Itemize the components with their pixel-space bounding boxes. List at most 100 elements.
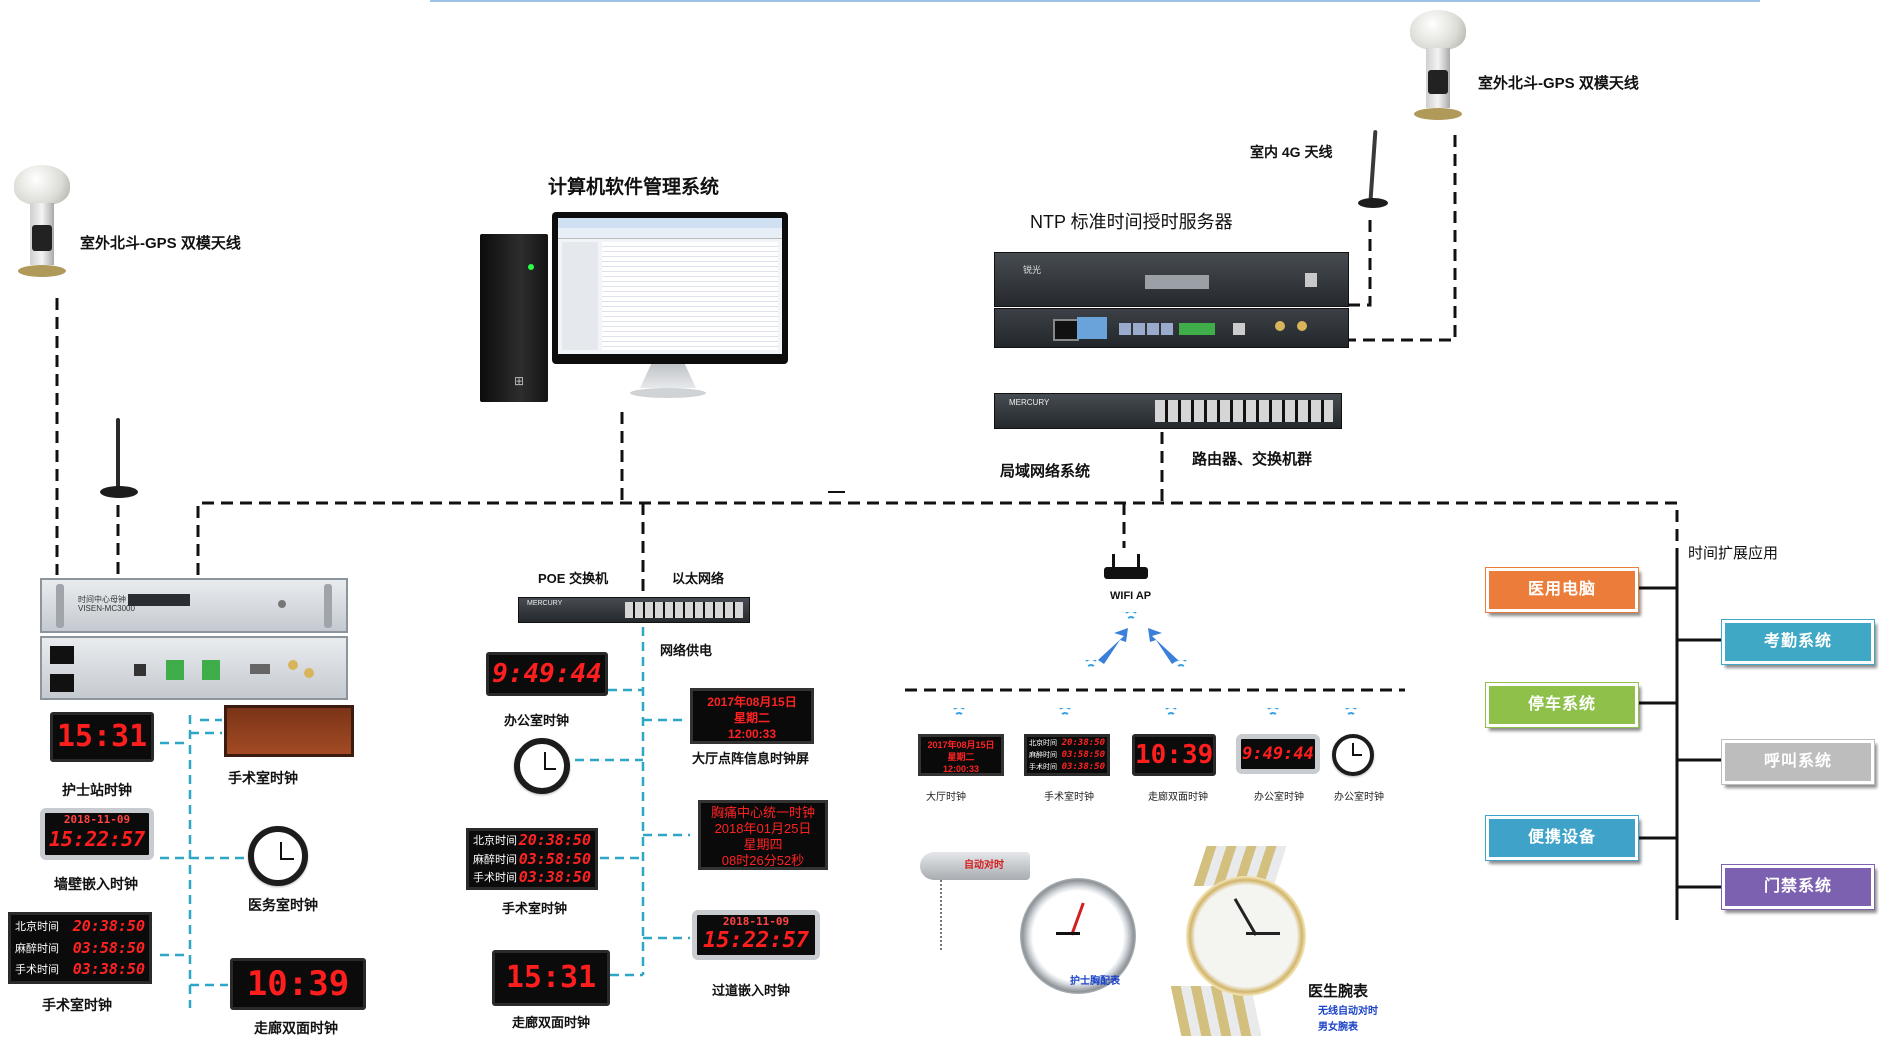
dual-row-value: 03:58:50 xyxy=(518,849,591,868)
app-parking-system[interactable]: 停车系统 xyxy=(1485,682,1639,728)
dual-row-label: 手术时间 xyxy=(473,872,517,885)
dual-row-label: 麻醉时间 xyxy=(473,853,517,866)
master-clock-rear xyxy=(40,636,348,700)
app-call-system[interactable]: 呼叫系统 xyxy=(1721,739,1875,785)
ntp-server-front: 锐光 xyxy=(994,252,1349,307)
dual-row-label: 麻醉时间 xyxy=(15,942,59,955)
dual-row-value: 03:38:50 xyxy=(518,868,591,887)
ntp-brand: 锐光 xyxy=(1023,265,1042,275)
app-medical-computer[interactable]: 医用电脑 xyxy=(1485,567,1639,613)
dual-row-label: 北京时间 xyxy=(473,835,517,848)
dual-row-label: 北京时间 xyxy=(15,920,59,933)
label-outdoor-antenna-left: 室外北斗-GPS 双模天线 xyxy=(80,235,241,252)
label-ethernet: 以太网络 xyxy=(672,571,725,586)
label-office-clock: 办公室时钟 xyxy=(504,713,570,728)
gps-antenna-left xyxy=(14,165,70,285)
app-portable-devices[interactable]: 便携设备 xyxy=(1485,815,1639,861)
dual-row-label: 手术时间 xyxy=(15,964,59,977)
label-router-switch: 路由器、交换机群 xyxy=(1192,451,1313,468)
switch-brand: MERCURY xyxy=(1009,398,1050,407)
office-wall-clock xyxy=(514,738,570,794)
office-clock: 9:49:44 xyxy=(486,652,608,696)
label-corridor-clock-a: 走廊双面时钟 xyxy=(254,1020,338,1036)
main-network-switch: MERCURY xyxy=(994,393,1342,429)
dual-row-label: 手术时间 xyxy=(1029,763,1057,771)
passage-date: 2018-11-09 xyxy=(722,915,790,928)
label-medical-office-clock: 医务室时钟 xyxy=(248,897,318,913)
chest-pain-center-screen: 胸痛中心统一时钟 2018年01月25日 星期四 08时26分52秒 xyxy=(698,800,828,870)
wifi-office-clock: 9:49:44 xyxy=(1236,734,1320,774)
wifi-signal-icon xyxy=(1054,708,1076,722)
dual-row-value: 03:58:50 xyxy=(1061,749,1105,760)
ntp-server-rear xyxy=(994,308,1349,348)
wifi-signal-icon xyxy=(1120,612,1142,626)
wifi-signal-icon xyxy=(1080,660,1102,674)
label-surgery-clock-c: 手术室时钟 xyxy=(502,901,568,916)
wifi-office-wall-clock xyxy=(1332,734,1374,776)
app-access-control[interactable]: 门禁系统 xyxy=(1721,864,1875,910)
label-indoor-4g: 室内 4G 天线 xyxy=(1250,144,1333,160)
dual-row-value: 03:38:50 xyxy=(72,960,145,979)
label-time-extension: 时间扩展应用 xyxy=(1688,545,1779,562)
label-wifi-ap: WIFI AP xyxy=(1110,590,1152,602)
banner-line4: 08时26分52秒 xyxy=(721,853,805,868)
doctor-wristwatch xyxy=(1170,846,1346,1036)
label-doctor-watch-sub1: 无线自动对时 xyxy=(1318,1006,1378,1017)
label-wifi-office-a: 办公室时钟 xyxy=(1254,792,1304,803)
surgery-led-panel xyxy=(224,705,354,757)
wall-embedded-time: 15:22:57 xyxy=(48,827,146,851)
dual-row: 麻醉时间 03:58:50 xyxy=(1027,749,1107,761)
label-lan-system: 局域网络系统 xyxy=(1000,463,1091,480)
label-corridor-clock-b: 走廊双面时钟 xyxy=(512,1015,591,1030)
poe-switch: MERCURY xyxy=(518,597,750,623)
label-ntp-server: NTP 标准时间授时服务器 xyxy=(1030,212,1233,232)
wifi-hall-line1: 2017年08月15日 xyxy=(927,740,995,750)
dual-row: 北京时间 20:38:50 xyxy=(11,915,149,937)
app-attendance-system[interactable]: 考勤系统 xyxy=(1721,619,1875,665)
monitor-screen xyxy=(558,218,782,354)
lobby-line1: 2017年08月15日 xyxy=(707,695,797,709)
wifi-signal-icon xyxy=(1340,708,1362,722)
wifi-ap-router xyxy=(1104,554,1148,590)
nurse-station-clock: 15:31 14 xyxy=(50,712,154,762)
dual-row-label: 北京时间 xyxy=(1029,739,1057,747)
label-doctor-watch: 医生腕表 xyxy=(1308,983,1369,1000)
label-passage-clock: 过道嵌入时钟 xyxy=(712,983,791,998)
wifi-hall-line2: 星期二 xyxy=(947,752,975,762)
wifi-hall-clock: 2017年08月15日 星期二 12:00:33 xyxy=(918,734,1004,776)
gps-antenna-right xyxy=(1410,10,1466,125)
label-wifi-corridor: 走廊双面时钟 xyxy=(1148,792,1208,803)
wifi-signal-icon xyxy=(1160,708,1182,722)
indoor-4g-antenna xyxy=(1358,129,1388,210)
lobby-dot-matrix-screen: 2017年08月15日 星期二 12:00:33 xyxy=(690,688,814,744)
medical-office-wall-clock xyxy=(248,826,308,886)
passage-embedded-clock: 2018-11-09 15:22:57 xyxy=(692,910,820,960)
banner-line1: 胸痛中心统一时钟 xyxy=(710,805,815,820)
label-nurse-station-clock: 护士站时钟 xyxy=(62,782,132,798)
label-lobby-screen: 大厅点阵信息时钟屏 xyxy=(692,751,810,766)
label-doctor-watch-sub2: 男女腕表 xyxy=(1318,1022,1358,1033)
master-clock-4g-antenna xyxy=(100,418,138,498)
label-surgery-clock-a: 手术室时钟 xyxy=(228,770,298,786)
windows-logo-icon: ⊞ xyxy=(514,374,525,388)
label-wall-embedded-clock: 墙壁嵌入时钟 xyxy=(54,876,138,892)
dual-row-value: 20:38:50 xyxy=(72,916,145,935)
dual-row-value: 03:38:50 xyxy=(1061,761,1105,772)
poe-brand: MERCURY xyxy=(527,600,563,607)
computer-workstation: ⊞ xyxy=(480,212,790,407)
label-nurse-watch: 护士胸配表 xyxy=(1070,976,1120,987)
wifi-signal-icon xyxy=(948,708,970,722)
label-wifi-office-b: 办公室时钟 xyxy=(1334,792,1384,803)
label-wifi-surgery: 手术室时钟 xyxy=(1044,792,1094,803)
wall-embedded-clock: 2018-11-09 15:22:57 xyxy=(40,808,154,860)
dual-row-label: 麻醉时间 xyxy=(1029,751,1057,759)
